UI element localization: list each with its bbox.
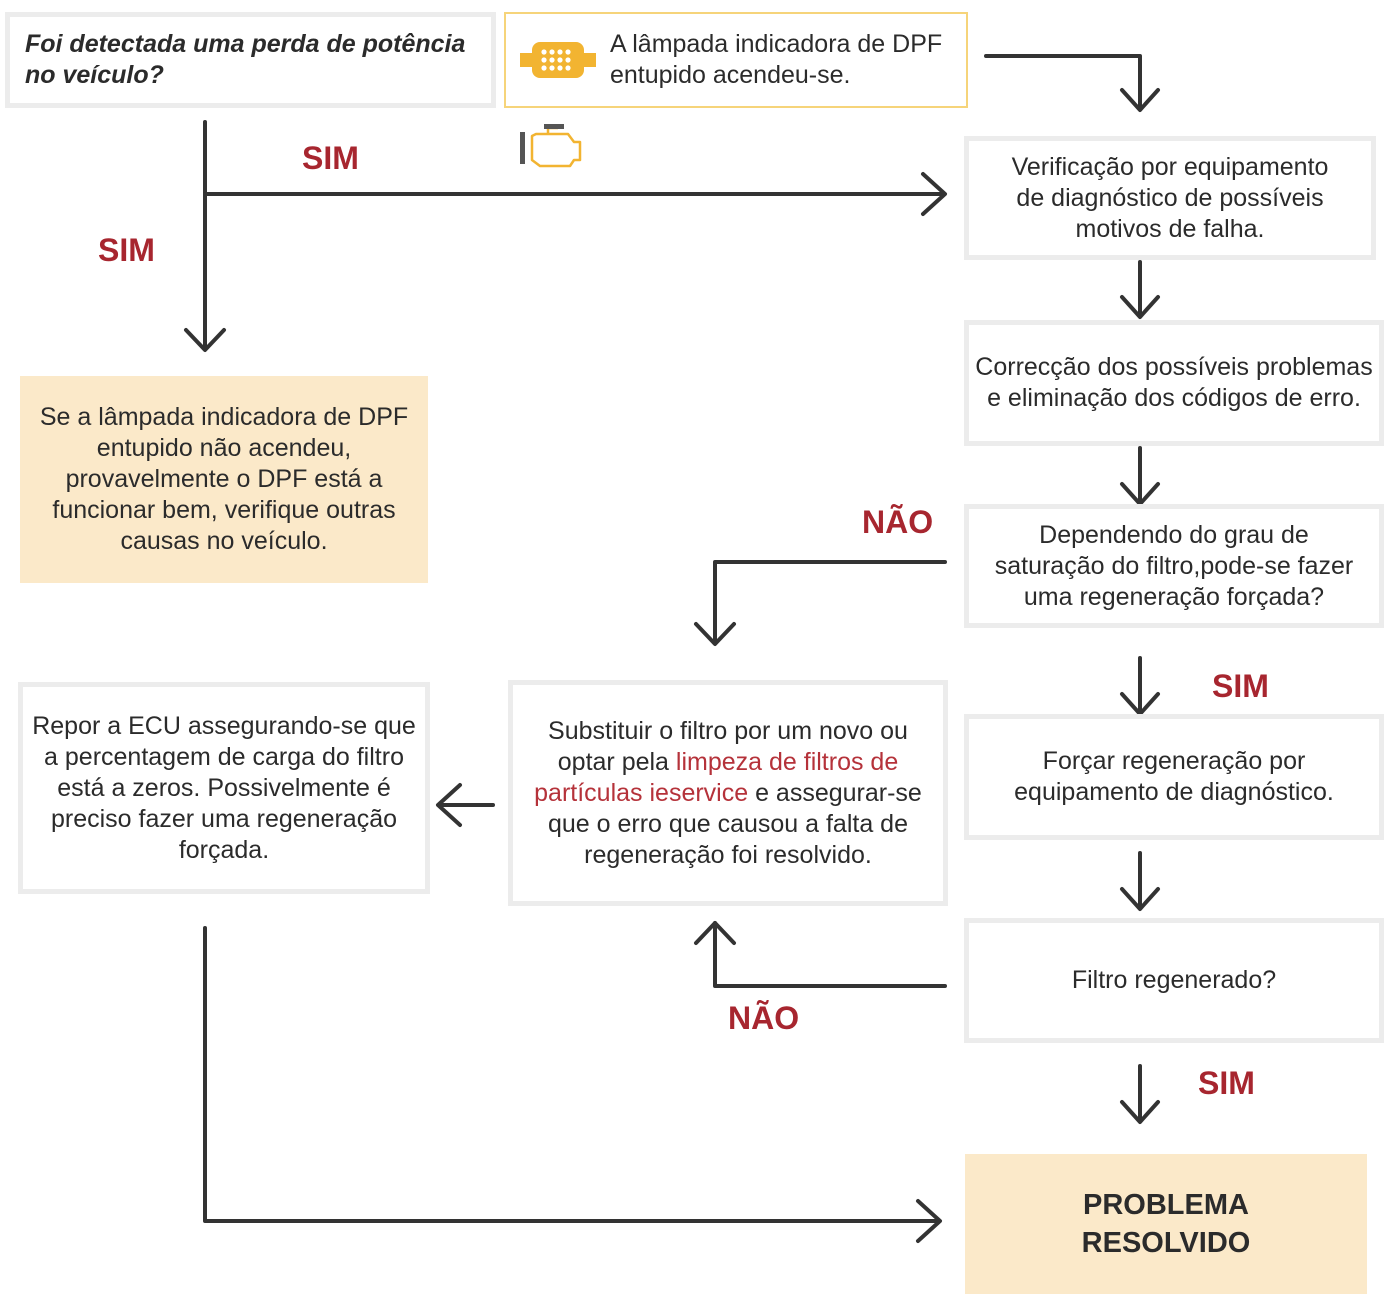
filter-regenerated-text: Filtro regenerado? <box>1071 966 1277 994</box>
diag-check-text: Verificação por equipamento de diagnósti… <box>1011 152 1329 243</box>
question-box: Foi detectada uma perda de potência no v… <box>5 12 496 108</box>
dpf-filter-icon <box>520 40 596 80</box>
force-regen-box: Forçar regeneração por equipamento de di… <box>964 714 1384 840</box>
force-regen-text: Forçar regeneração por equipamento de di… <box>1014 747 1334 806</box>
arrowhead-down <box>1120 887 1160 911</box>
arrowhead-left <box>436 783 462 827</box>
arrowhead-down <box>1120 295 1160 319</box>
ieservice-cleaning-link[interactable]: limpeza de filtros de partículas ieservi… <box>534 747 899 807</box>
arrowhead-right <box>921 172 947 216</box>
arrowhead-down <box>1120 1100 1160 1124</box>
filter-regenerated-box: Filtro regenerado? <box>964 918 1384 1043</box>
lamp-off-advice-text: Se a lâmpada indicadora de DPF entupido … <box>39 403 409 555</box>
result-text: PROBLEMA RESOLVIDO <box>1081 1189 1251 1259</box>
nao-label-bottom: NÃO <box>728 1000 800 1036</box>
forced-regen-question-text: Dependendo do grau de saturação do filtr… <box>994 520 1354 611</box>
nao-label-top: NÃO <box>862 504 934 540</box>
sim-label-top: SIM <box>302 140 359 176</box>
replace-filter-text-before: Substituir o filtro por um novo ou optar… <box>548 716 908 776</box>
dpf-lamp-box: A lâmpada indicadora de DPF entupido ace… <box>504 12 968 108</box>
replace-filter-box: Substituir o filtro por um novo ou optar… <box>508 680 948 906</box>
forced-regen-question-box: Dependendo do grau de saturação do filtr… <box>964 504 1384 628</box>
connector-nao-to-replace <box>713 560 947 644</box>
sim-label-left: SIM <box>98 232 155 268</box>
arrowhead-down <box>184 328 226 352</box>
engine-warning-icon <box>518 124 588 170</box>
diag-check-box: Verificação por equipamento de diagnósti… <box>964 136 1376 260</box>
replace-filter-text: Substituir o filtro por um novo ou optar… <box>528 716 928 871</box>
arrowhead-down <box>1120 88 1160 112</box>
correction-text: Correcção dos possíveis problemas e elim… <box>975 353 1373 412</box>
arrowhead-down <box>694 622 736 646</box>
result-box: PROBLEMA RESOLVIDO <box>965 1154 1367 1294</box>
dpf-lamp-text: A lâmpada indicadora de DPF entupido ace… <box>610 30 943 89</box>
connector-nao-up-to-replace <box>713 921 947 988</box>
arrowhead-right <box>916 1199 942 1243</box>
correction-box: Correcção dos possíveis problemas e elim… <box>964 320 1384 446</box>
connector-lamp-to-diag <box>984 54 1142 110</box>
sim-label-bottom: SIM <box>1198 1065 1255 1101</box>
question-text: Foi detectada uma perda de potência no v… <box>25 30 466 89</box>
reset-ecu-box: Repor a ECU assegurando-se que a percent… <box>18 682 430 894</box>
lamp-off-advice-box: Se a lâmpada indicadora de DPF entupido … <box>20 376 428 583</box>
replace-filter-text-after: e assegurar-se que o erro que causou a f… <box>548 778 922 869</box>
arrowhead-up <box>694 921 736 945</box>
reset-ecu-text: Repor a ECU assegurando-se que a percent… <box>32 711 416 864</box>
connector-reset-to-result <box>203 926 940 1223</box>
sim-label-mid: SIM <box>1212 668 1269 704</box>
